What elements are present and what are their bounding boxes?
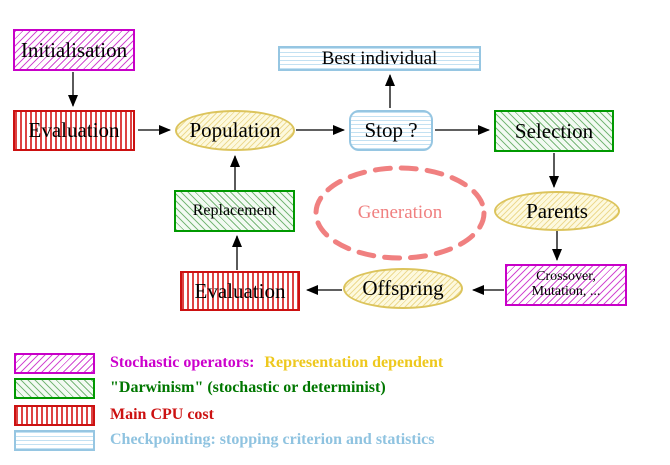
node-evaluation-bottom: Evaluation	[180, 271, 300, 311]
legend-label-representation: Representation dependent	[264, 354, 444, 371]
node-initialisation: Initialisation	[13, 29, 135, 71]
legend-label-stochastic: Stochastic operators:	[110, 354, 255, 371]
legend-row-stochastic: Stochastic operators: Representation dep…	[14, 352, 443, 374]
legend-label-cpu: Main CPU cost	[110, 406, 214, 423]
node-best-individual: Best individual	[278, 46, 481, 71]
legend-swatch-checkpointing	[14, 429, 95, 451]
node-parents: Parents	[494, 191, 620, 231]
node-replacement: Replacement	[174, 190, 295, 232]
node-evaluation-top: Evaluation	[13, 110, 135, 151]
legend-row-cpu: Main CPU cost	[14, 404, 214, 426]
node-population: Population	[175, 110, 295, 151]
node-crossover-mutation: Crossover, Mutation, ...	[505, 264, 627, 306]
node-selection: Selection	[494, 110, 614, 152]
legend-row-checkpointing: Checkpointing: stopping criterion and st…	[14, 429, 434, 451]
legend-label-checkpointing: Checkpointing: stopping criterion and st…	[110, 431, 435, 448]
node-stop: Stop ?	[349, 110, 433, 151]
legend-swatch-darwinism	[14, 377, 95, 399]
node-offspring: Offspring	[343, 268, 463, 309]
crossover-line2: Mutation, ...	[531, 284, 601, 299]
crossover-line1: Crossover,	[536, 269, 596, 285]
legend-label-darwinism: "Darwinism" (stochastic or determinist)	[110, 379, 386, 396]
legend-swatch-stochastic	[14, 352, 95, 374]
legend-row-darwinism: "Darwinism" (stochastic or determinist)	[14, 377, 386, 399]
legend-swatch-cpu	[14, 404, 95, 426]
generation-label: Generation	[357, 202, 443, 223]
